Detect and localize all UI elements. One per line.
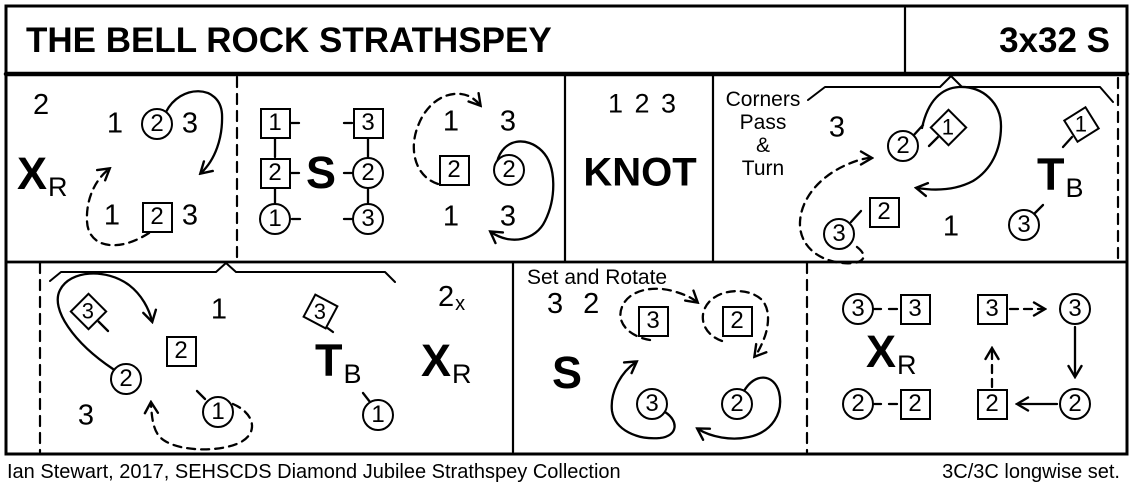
- position-label: 1: [442, 105, 460, 138]
- knot-positions: 1 2 3: [607, 88, 679, 119]
- repeat-count-badge: 3x32 S: [999, 21, 1110, 60]
- position-label: 3: [499, 105, 517, 138]
- position-label: 3: [181, 107, 199, 140]
- third-man-box: 3: [352, 107, 384, 139]
- position-label: 1: [103, 199, 121, 232]
- first-woman-circle: 1: [362, 399, 394, 431]
- turn-cross-strokes: [49, 262, 396, 451]
- position-label: 3: [181, 199, 199, 232]
- cross2-strokes: [872, 309, 1075, 404]
- second-woman-circle: 2: [842, 388, 874, 420]
- third-man-box: 3: [637, 305, 669, 337]
- set1-connectors: [273, 121, 370, 221]
- third-woman-circle: 3: [352, 203, 384, 235]
- third-woman-circle: 3: [636, 388, 668, 420]
- second-man-box: 2: [259, 157, 291, 189]
- cast1-arrows: [412, 94, 555, 240]
- position-label: 1: [442, 200, 460, 233]
- position-label: 3: [499, 200, 517, 233]
- grid-lines: [3, 4, 1130, 456]
- second-man-box: 2: [868, 196, 900, 228]
- second-man-box: 2: [438, 154, 470, 186]
- second-man-box: 2: [976, 388, 1008, 420]
- third-woman-circle: 3: [1059, 293, 1091, 325]
- cross-right-subscript: R: [48, 172, 68, 202]
- second-man-box: 2: [141, 201, 173, 233]
- second-man-box: 2: [721, 305, 753, 337]
- position-label: 3: [828, 111, 846, 144]
- third-woman-circle: 3: [1008, 209, 1040, 241]
- cross1-arrows: [85, 90, 224, 247]
- position-labels: 3 2: [547, 288, 606, 320]
- set-type-label: 3C/3C longwise set.: [942, 461, 1120, 483]
- second-man-box: 2: [899, 388, 931, 420]
- bar-number: 2: [33, 89, 50, 121]
- figure-caption: Set and Rotate: [527, 266, 668, 289]
- position-label: 1: [942, 210, 960, 243]
- position-label: 1: [210, 293, 228, 326]
- second-woman-circle: 2: [887, 130, 919, 162]
- third-woman-circle: 3: [823, 218, 855, 250]
- page-title: THE BELL ROCK STRATHSPEY: [26, 21, 552, 60]
- second-woman-circle: 2: [352, 157, 384, 189]
- first-woman-circle: 1: [259, 203, 291, 235]
- second-woman-circle: 2: [1059, 388, 1091, 420]
- figure-caption: Corners Pass & Turn: [725, 88, 801, 180]
- set-rotate-arrows: [610, 287, 782, 439]
- third-man-box: 3: [899, 293, 931, 325]
- cross-symbol: X: [17, 148, 48, 199]
- position-label: 1: [106, 107, 124, 140]
- set-code: S: [552, 347, 583, 398]
- second-woman-circle: 2: [493, 154, 525, 186]
- second-man-box: 2: [165, 335, 197, 367]
- first-woman-circle: 1: [202, 396, 234, 428]
- first-man-box: 1: [259, 107, 291, 139]
- third-woman-circle: 3: [842, 293, 874, 325]
- knot-code: KNOT: [583, 150, 697, 195]
- second-woman-circle: 2: [721, 388, 753, 420]
- second-woman-circle: 2: [110, 363, 142, 395]
- third-man-box: 3: [976, 293, 1008, 325]
- credit-line: Ian Stewart, 2017, SEHSCDS Diamond Jubil…: [7, 461, 621, 483]
- set-code: S: [306, 147, 337, 198]
- second-woman-circle: 2: [141, 108, 173, 140]
- position-label: 3: [77, 399, 95, 432]
